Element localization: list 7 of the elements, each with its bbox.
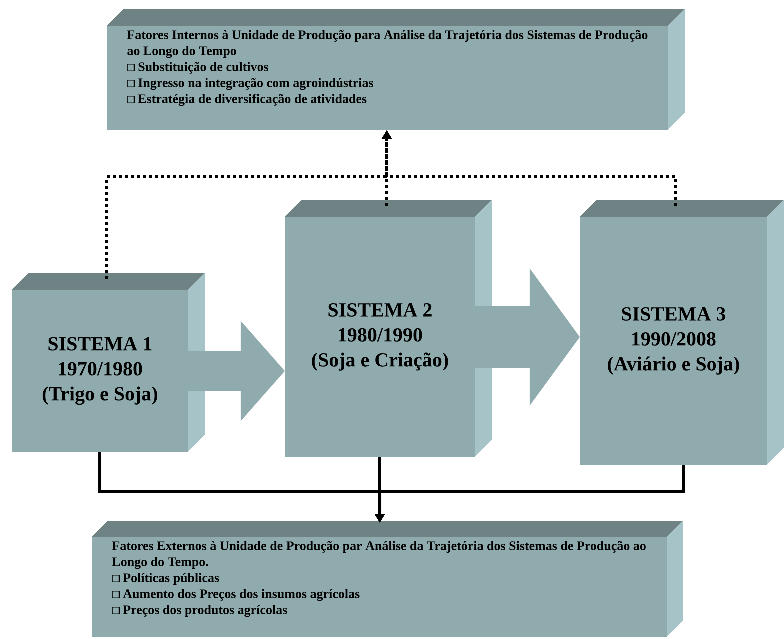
factor-box: Fatores Externos à Unidade de Produção par Análise da Trajetória dos Sistemas de Produção ao Longo do Tempo. Políticas públicas Aumento dos Preços dos insumos agrícolas Preços dos produtos agrícolas	[92, 521, 683, 638]
system-box: SISTEMA 2 1980/1990 (Soja e Criação)	[285, 200, 492, 458]
block-arrow	[475, 268, 580, 406]
system-box: SISTEMA 3 1990/2008 (Aviário e Soja)	[580, 200, 784, 466]
system-box: SISTEMA 1 1970/1980 (Trigo e Soja)	[12, 273, 205, 452]
block-arrow	[188, 321, 286, 422]
factor-box: Fatores Internos à Unidade de Produção para Análise da Trajetória dos Sistemas de Produção ao Longo do Tempo Substituição de cultivos Ingresso na integração com agroindústrias Estratégia de diversificação de atividades	[107, 9, 685, 130]
